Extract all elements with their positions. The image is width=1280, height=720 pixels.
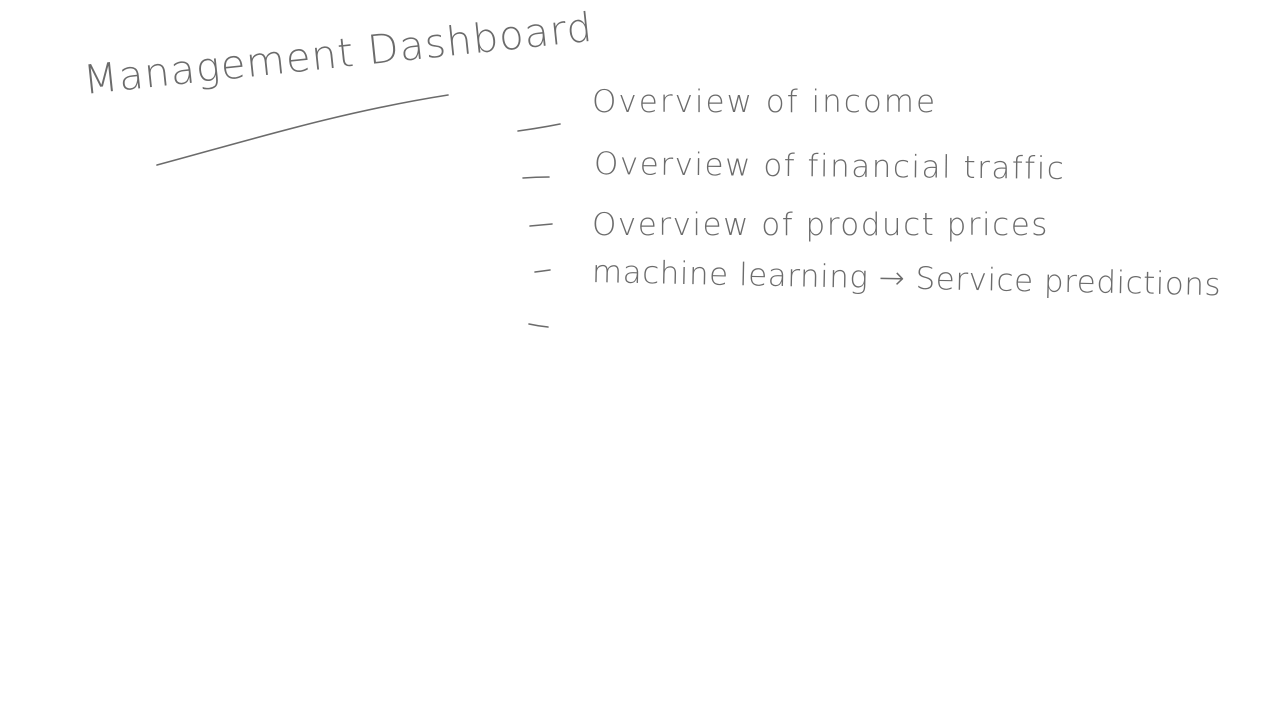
bullet-dash-5 [528, 323, 549, 328]
title-underline [156, 94, 449, 166]
bullet-dash-3 [529, 223, 553, 227]
bullet-dash-4 [534, 269, 551, 273]
list-item-product-prices: Overview of product prices [592, 207, 1049, 243]
bullet-dash-1 [517, 123, 561, 132]
list-item-income: Overview of income [592, 84, 938, 120]
bullet-dash-2 [522, 176, 550, 179]
list-item-financial-traffic: Overview of financial traffic [593, 146, 1066, 187]
